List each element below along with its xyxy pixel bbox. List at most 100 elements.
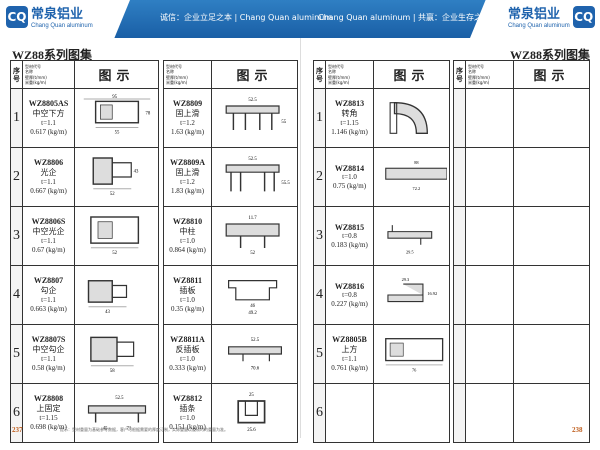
brand-name: 常泉铝业 bbox=[508, 7, 561, 22]
profile-code: WZ8807 bbox=[33, 276, 64, 285]
svg-text:95: 95 bbox=[112, 95, 117, 100]
profile-info: WZ8813 转角 t=1.15 1.146 (kg/m) bbox=[325, 88, 374, 148]
profile-code: WZ8811A bbox=[170, 335, 205, 344]
header-meta-line: 米重(kg/m) bbox=[166, 80, 188, 85]
profile-figure bbox=[513, 324, 590, 384]
profile-thickness: t=1.1 bbox=[41, 237, 56, 245]
header-meta: 型材代号名称壁厚(t/mm)米重(kg/m) bbox=[163, 60, 212, 89]
profile-weight: 0.333 (kg/m) bbox=[169, 364, 206, 372]
header-figure: 图示 bbox=[373, 60, 450, 89]
header-meta-line: 壁厚(t/mm) bbox=[25, 74, 47, 80]
profile-name: 反插板 bbox=[175, 345, 200, 354]
svg-text:52: 52 bbox=[109, 192, 114, 197]
header-meta-line: 壁厚(t/mm) bbox=[166, 74, 188, 80]
header-meta-line: 米重(kg/m) bbox=[468, 80, 490, 85]
profile-figure bbox=[513, 383, 590, 443]
header-banner bbox=[0, 0, 600, 38]
svg-text:16.92: 16.92 bbox=[427, 291, 437, 296]
profile-thickness: t=1.1 bbox=[41, 178, 56, 186]
row-number: 1 bbox=[10, 88, 23, 148]
svg-text:71: 71 bbox=[126, 427, 131, 432]
svg-text:11.7: 11.7 bbox=[248, 216, 257, 221]
table-row: 4 WZ8807 勾企 t=1.1 0.663 (kg/m)43 bbox=[10, 265, 159, 325]
profile-weight: 1.63 (kg/m) bbox=[170, 128, 205, 136]
profile-weight: 1.83 (kg/m) bbox=[170, 187, 205, 195]
table-row: 1 WZ8813 转角 t=1.15 1.146 (kg/m) bbox=[313, 88, 450, 148]
header-meta-line: 米重(kg/m) bbox=[328, 80, 350, 85]
profile-name: 插条 bbox=[179, 404, 196, 413]
profile-figure: 58 bbox=[74, 324, 159, 384]
profile-weight: 0.663 (kg/m) bbox=[30, 305, 67, 313]
profile-info bbox=[465, 147, 514, 207]
profile-thickness: t=1.0 bbox=[180, 414, 195, 422]
profile-figure: 29.3 16.92 bbox=[373, 265, 450, 325]
profile-code: WZ8815 bbox=[334, 222, 365, 232]
profile-info: WZ8809 固上滑 t=1.2 1.63 (kg/m) bbox=[163, 88, 212, 148]
row-number: 1 bbox=[313, 88, 326, 148]
header-meta: 型材代号名称壁厚(t/mm)米重(kg/m) bbox=[325, 60, 374, 89]
svg-text:29.3: 29.3 bbox=[401, 277, 409, 282]
profile-drawing bbox=[389, 102, 428, 134]
brand-sub: Chang Quan aluminum bbox=[508, 23, 570, 29]
profile-name: 上固定 bbox=[36, 404, 61, 413]
header-no: 序号 bbox=[313, 60, 326, 89]
profile-info: WZ8805B 上方 t=1.1 0.761 (kg/m) bbox=[325, 324, 374, 384]
profile-info bbox=[465, 324, 514, 384]
svg-text:43: 43 bbox=[133, 169, 138, 174]
profile-code: WZ8813 bbox=[334, 99, 365, 108]
row-number: 3 bbox=[10, 206, 23, 266]
profile-info: WZ8806S 中空光企 t=1.1 0.67 (kg/m) bbox=[22, 206, 75, 266]
profile-info: WZ8816 t=0.8 0.227 (kg/m) bbox=[325, 265, 374, 325]
profile-weight: 0.761 (kg/m) bbox=[331, 364, 368, 372]
profile-code: WZ8812 bbox=[172, 394, 203, 403]
profile-info bbox=[465, 88, 514, 148]
header-meta-line: 名称 bbox=[166, 69, 174, 74]
svg-text:55: 55 bbox=[114, 130, 119, 135]
profile-figure bbox=[373, 88, 450, 148]
svg-text:58: 58 bbox=[109, 369, 114, 374]
profile-info: WZ8811 插板 t=1.0 0.35 (kg/m) bbox=[163, 265, 212, 325]
profile-thickness: t=0.8 bbox=[342, 290, 357, 299]
left-page-title: WZ88系列图集 bbox=[12, 48, 93, 62]
profile-info: WZ8806 光企 t=1.1 0.667 (kg/m) bbox=[22, 147, 75, 207]
header-no: 序号 bbox=[453, 60, 466, 89]
profile-name: 光企 bbox=[40, 168, 57, 177]
profile-name: 插板 bbox=[179, 286, 196, 295]
profile-name: 中柱 bbox=[179, 227, 196, 236]
slogan-left: 诚信：企业立足之本 | Chang Quan aluminum bbox=[160, 13, 333, 22]
profile-weight: 0.151 (kg/m) bbox=[169, 423, 206, 431]
profile-table-middle: 型材代号名称壁厚(t/mm)米重(kg/m)图示 WZ8809 固上滑 t=1.… bbox=[163, 60, 298, 443]
profile-thickness: t=1.2 bbox=[180, 119, 195, 127]
profile-figure bbox=[513, 265, 590, 325]
profile-figure: 43 bbox=[74, 265, 159, 325]
profile-figure: 29.5 bbox=[373, 206, 450, 266]
svg-text:46: 46 bbox=[250, 304, 255, 309]
profile-thickness: t=1.15 bbox=[340, 119, 359, 127]
table-row: 3 WZ8815 t=0.8 0.183 (kg/m)29.5 bbox=[313, 206, 450, 266]
svg-text:45: 45 bbox=[102, 427, 107, 432]
profile-drawing: 58 bbox=[89, 336, 134, 374]
profile-name: 中空勾企 bbox=[32, 345, 65, 354]
profile-thickness: t=1.2 bbox=[180, 178, 195, 186]
profile-thickness: t=1.1 bbox=[41, 355, 56, 363]
table-row bbox=[453, 206, 590, 266]
profile-name: 勾企 bbox=[40, 286, 57, 295]
profile-info bbox=[325, 383, 374, 443]
profile-code: WZ8809 bbox=[172, 99, 203, 108]
header-meta-line: 型材代号 bbox=[166, 63, 182, 69]
row-number bbox=[453, 147, 466, 207]
profile-figure bbox=[513, 147, 590, 207]
profile-weight: 0.35 (kg/m) bbox=[170, 305, 205, 313]
profile-name: 转角 bbox=[341, 109, 358, 118]
row-number bbox=[453, 88, 466, 148]
